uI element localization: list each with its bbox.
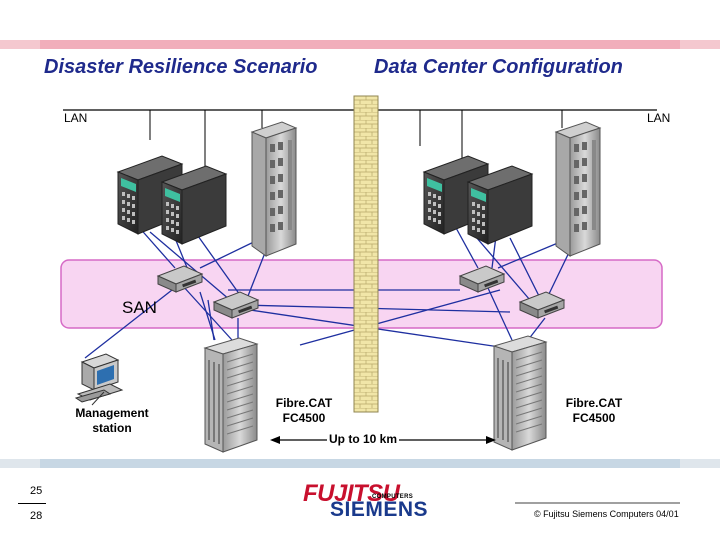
- distance-label: Up to 10 km: [327, 432, 400, 447]
- san-label: SAN: [122, 298, 157, 317]
- management-station-label: Management station: [75, 406, 149, 435]
- lan-label-left: LAN: [64, 111, 88, 125]
- storage-icon: [493, 335, 547, 451]
- title-right: Data Center Configuration: [374, 56, 623, 78]
- site-separator-wall: [353, 95, 379, 413]
- bottom-accent-bar: [0, 459, 720, 468]
- title-left: Disaster Resilience Scenario: [44, 56, 318, 78]
- copyright-text: © Fujitsu Siemens Computers 04/01: [534, 509, 679, 519]
- page-number-bottom: 28: [30, 510, 43, 522]
- fiber-links: [136, 224, 576, 351]
- top-accent-bar: [0, 40, 720, 49]
- page-number-top: 25: [30, 485, 43, 497]
- page-number-divider: [18, 503, 46, 504]
- storage-right-label: Fibre.CAT FC4500: [565, 396, 623, 425]
- tower-server-icon: [251, 121, 297, 257]
- lan-label-right: LAN: [647, 111, 671, 125]
- tower-server-icon: [555, 121, 601, 257]
- siemens-logo: SIEMENS: [330, 498, 429, 521]
- storage-icon: [204, 337, 258, 453]
- computers-logo-text: COMPUTERS: [372, 494, 414, 500]
- fujitsu-logo: FUJITSU: [303, 480, 400, 507]
- storage-left-label: Fibre.CAT FC4500: [275, 396, 333, 425]
- management-station-icon: [74, 353, 124, 406]
